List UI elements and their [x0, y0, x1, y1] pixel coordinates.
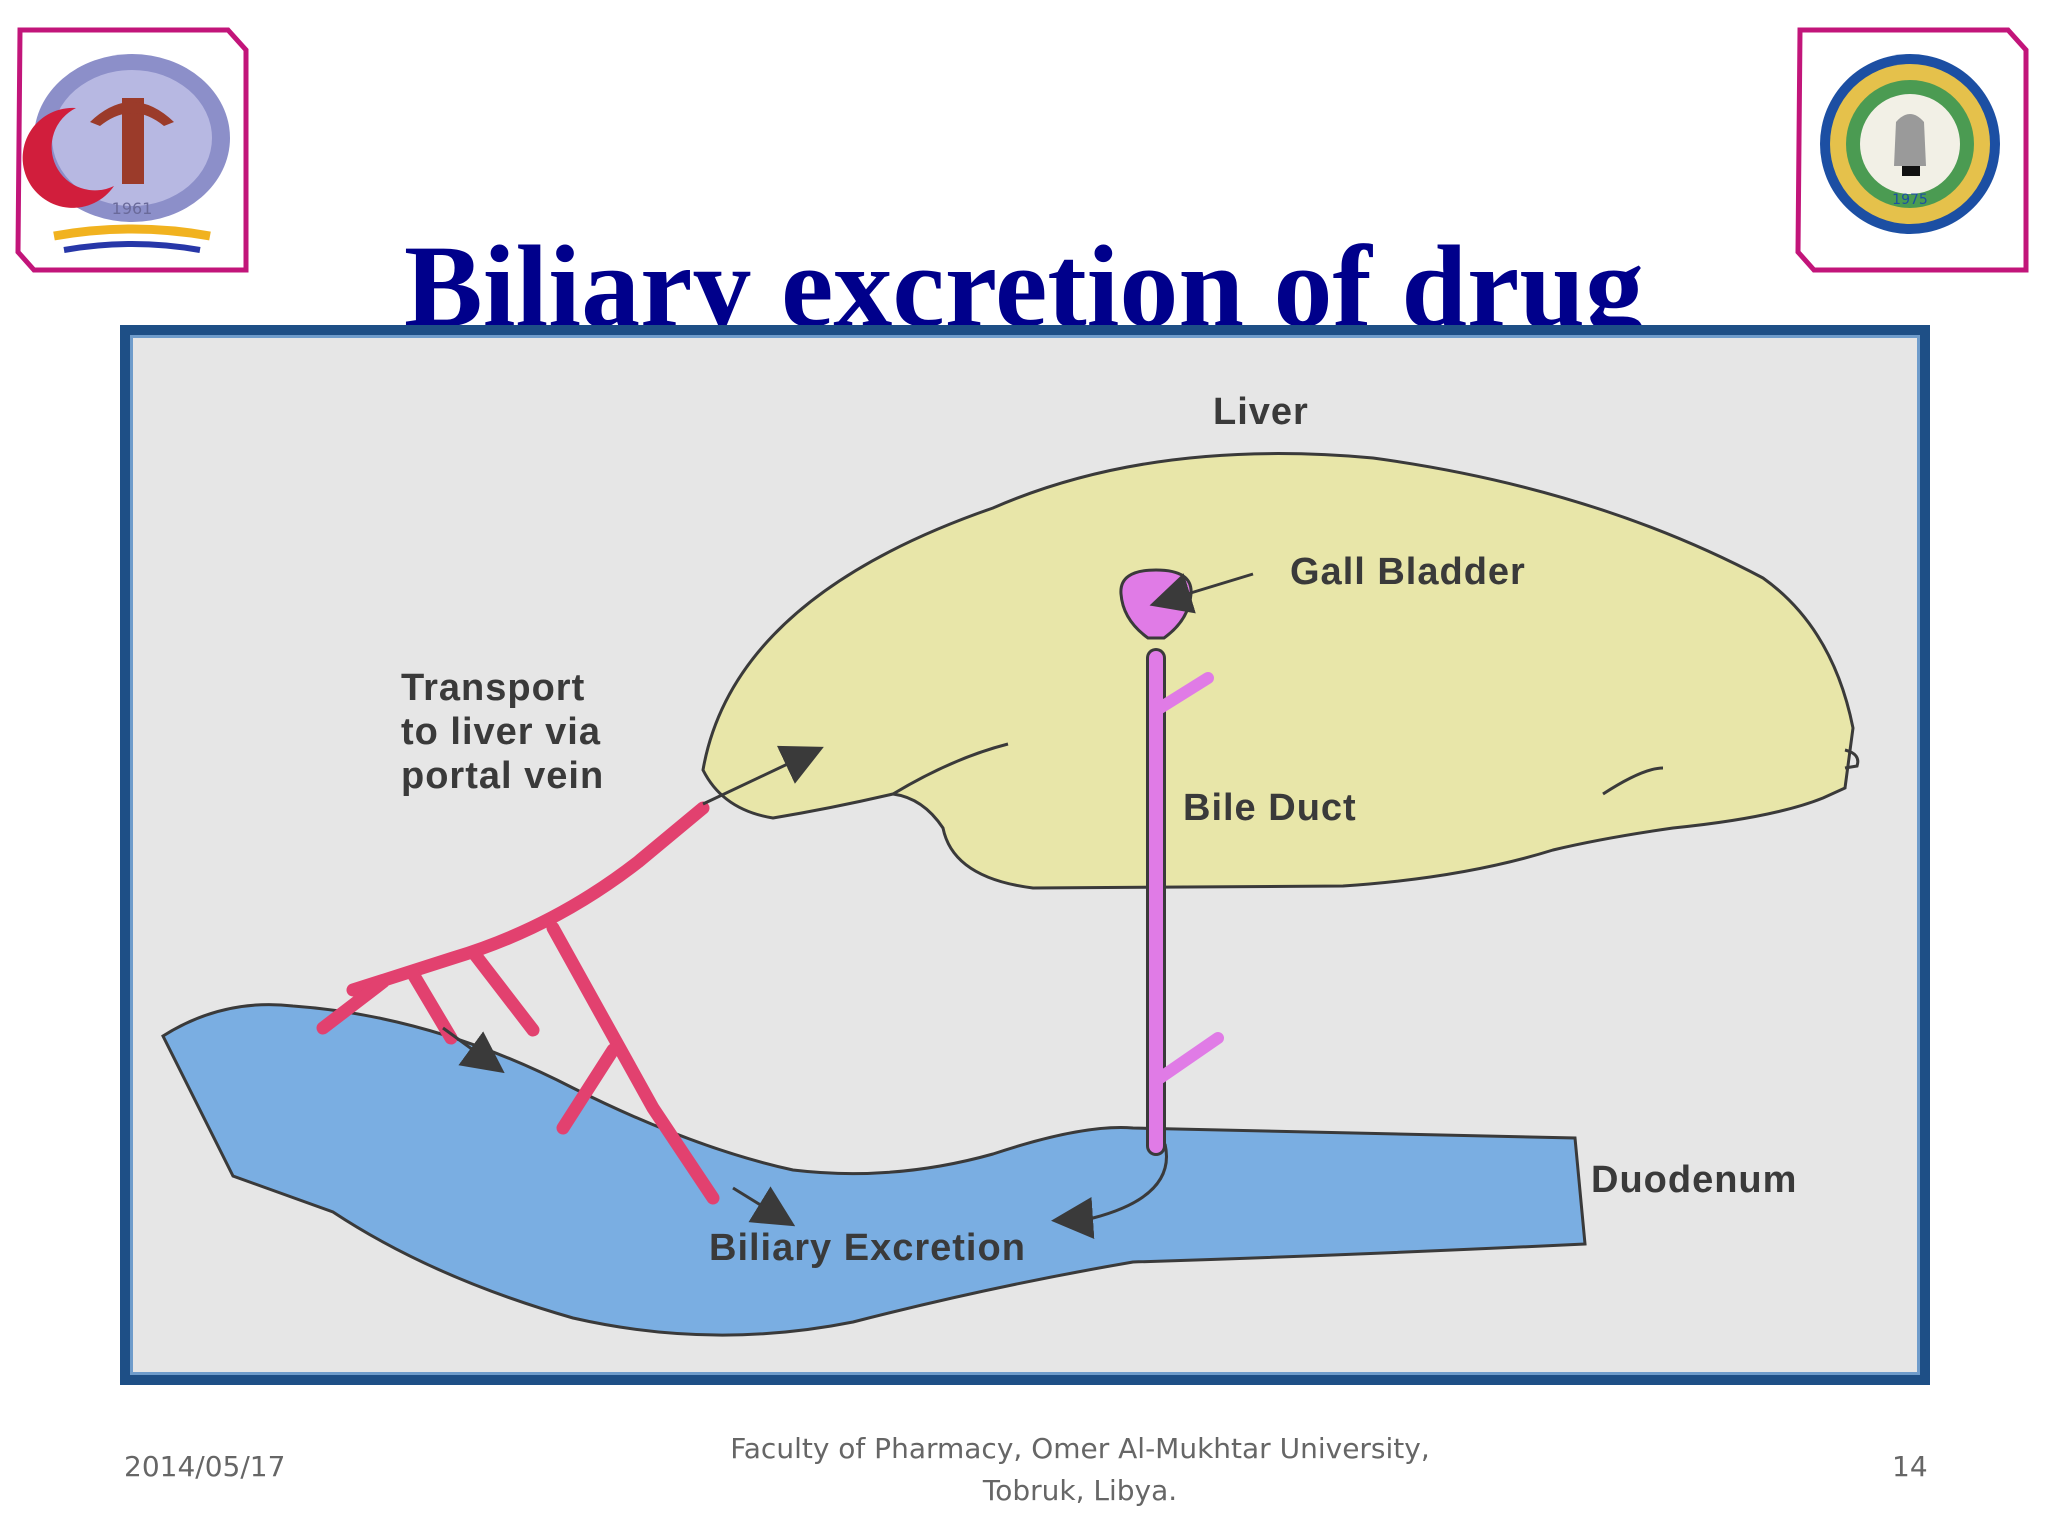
faculty-logo: 1961 [14, 26, 252, 274]
biliary-excretion-arrow [1051, 1143, 1168, 1239]
transport-arrow [702, 745, 824, 806]
footer-affiliation: Faculty of Pharmacy, Omer Al-Mukhtar Uni… [700, 1428, 1460, 1512]
duodenum-label: Duodenum [1591, 1159, 1797, 1201]
svg-text:1975: 1975 [1892, 192, 1928, 208]
svg-text:1961: 1961 [112, 199, 153, 218]
footer-affiliation-line2: Tobruk, Libya. [982, 1474, 1178, 1507]
footer-affiliation-line1: Faculty of Pharmacy, Omer Al-Mukhtar Uni… [730, 1432, 1430, 1465]
transport-label-line2: to liver via [401, 711, 601, 753]
absorption-arrow-1 [442, 1026, 505, 1074]
biliary-excretion-label: Biliary Excretion [709, 1227, 1026, 1269]
liver-label: Liver [1213, 391, 1309, 433]
bile-duct-label: Bile Duct [1183, 787, 1357, 829]
transport-label-line3: portal vein [401, 755, 604, 797]
diagram-canvas: Liver Gall Bladder Transport to liver vi… [130, 335, 1920, 1375]
gall-bladder-pointer [1149, 572, 1254, 614]
portal-vein [316, 801, 720, 1205]
diagram-frame: Liver Gall Bladder Transport to liver vi… [120, 325, 1930, 1385]
gall-bladder-label: Gall Bladder [1290, 551, 1526, 593]
footer-date: 2014/05/17 [124, 1450, 286, 1483]
duodenum-shape [161, 1003, 1587, 1337]
university-logo: 1975 [1794, 26, 2032, 274]
liver-shape [701, 452, 1855, 890]
biliary-excretion-diagram: Liver Gall Bladder Transport to liver vi… [161, 391, 1860, 1337]
absorption-arrow-2 [732, 1186, 796, 1227]
transport-label-line1: Transport [401, 667, 585, 709]
page-number: 14 [1892, 1450, 1928, 1483]
